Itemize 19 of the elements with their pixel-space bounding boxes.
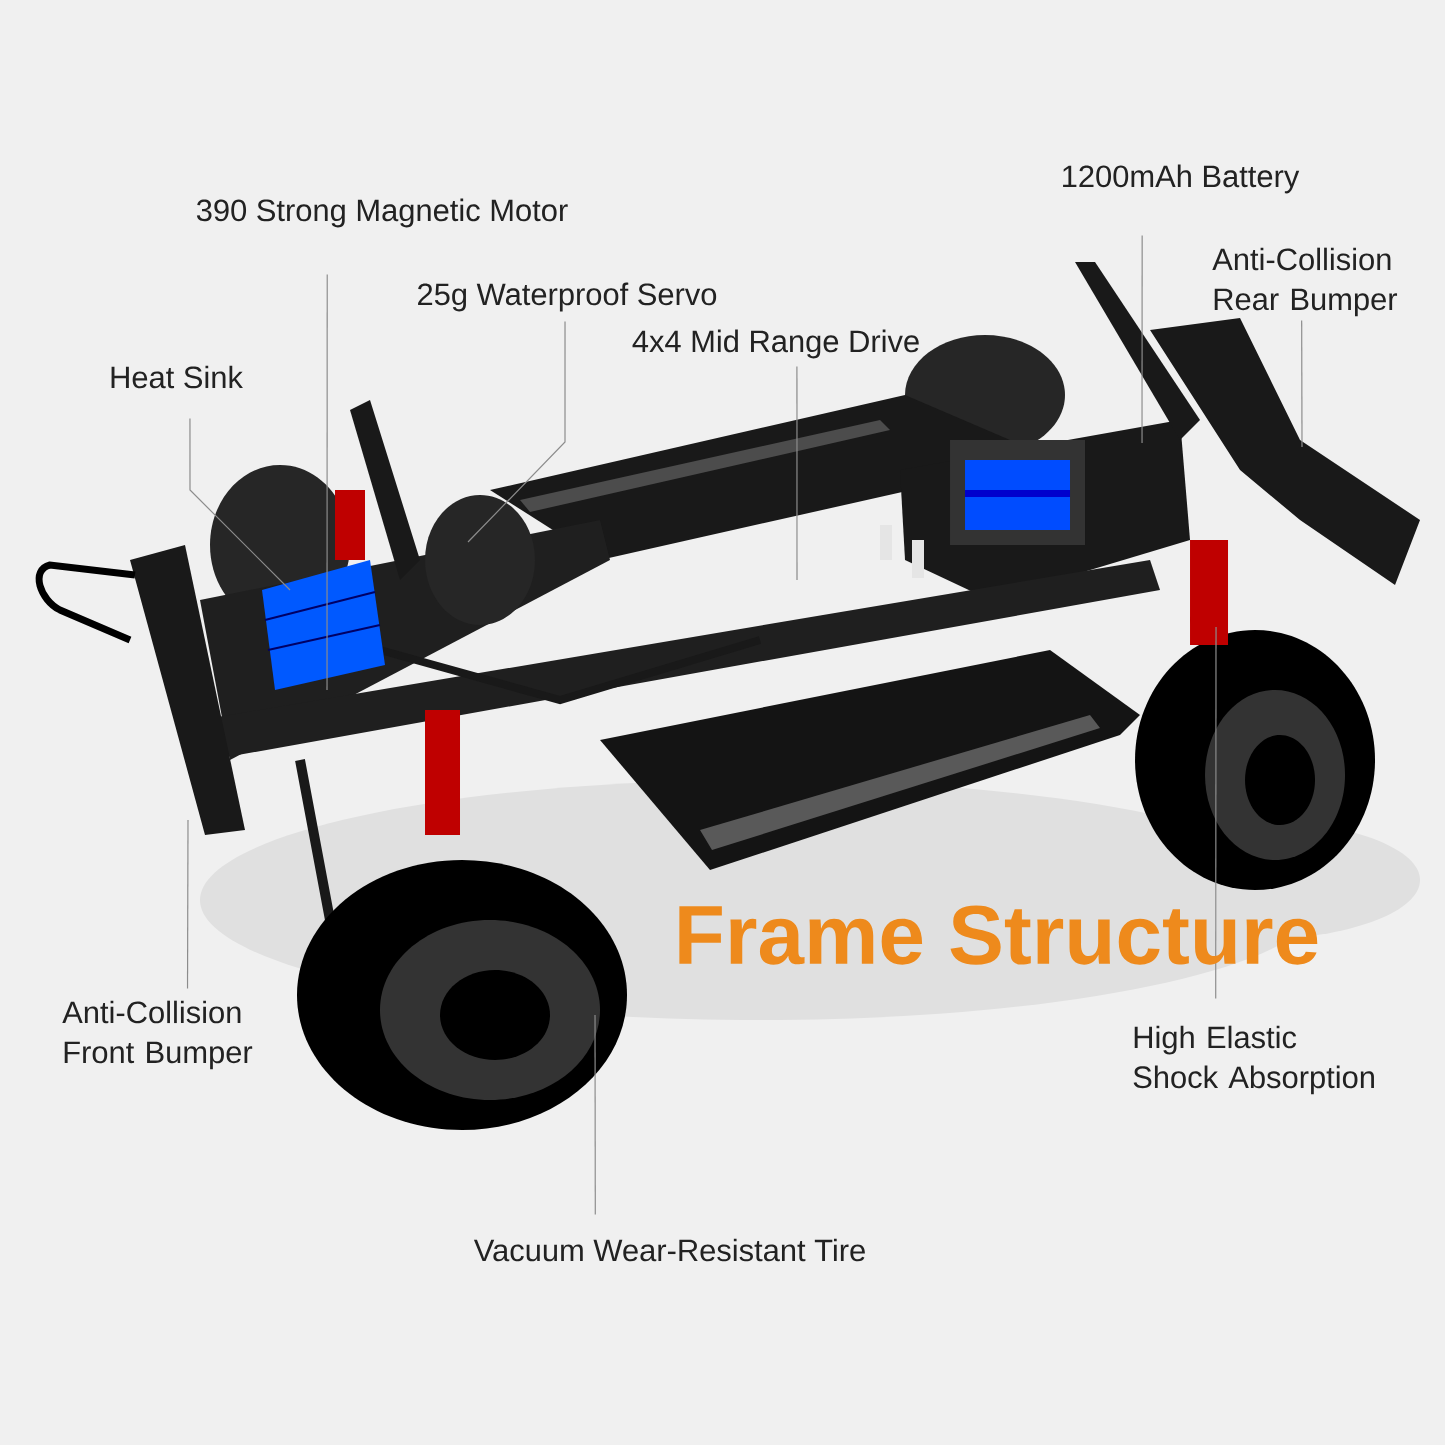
- leader-line: [186, 819, 189, 990]
- leader-line: [326, 273, 328, 691]
- callout-label: Anti-Collision Front Bumper: [62, 1000, 253, 1070]
- callout-label: 25g Waterproof Servo: [418, 282, 717, 312]
- leader-line: [594, 1014, 596, 1216]
- leader-line: [467, 320, 566, 543]
- callout-label: Anti-Collision Rear Bumper: [1212, 247, 1398, 317]
- leader-line: [1301, 319, 1303, 448]
- callout-label: 1200mAh Battery: [1063, 164, 1300, 194]
- callout-label: 4x4 Mid Range Drive: [632, 329, 919, 359]
- leader-line: [189, 417, 291, 591]
- callout-label: Heat Sink: [111, 365, 243, 389]
- callout-label: High Elastic Shock Absorption: [1133, 1025, 1374, 1095]
- leader-line: [1215, 626, 1217, 1000]
- leader-line: [796, 365, 798, 581]
- title: Frame Structure: [679, 905, 1318, 965]
- callout-label: Vacuum Wear-Resistant Tire: [473, 1238, 865, 1262]
- callout-label: 390 Strong Magnetic Motor: [196, 198, 568, 228]
- leader-line: [1141, 234, 1143, 444]
